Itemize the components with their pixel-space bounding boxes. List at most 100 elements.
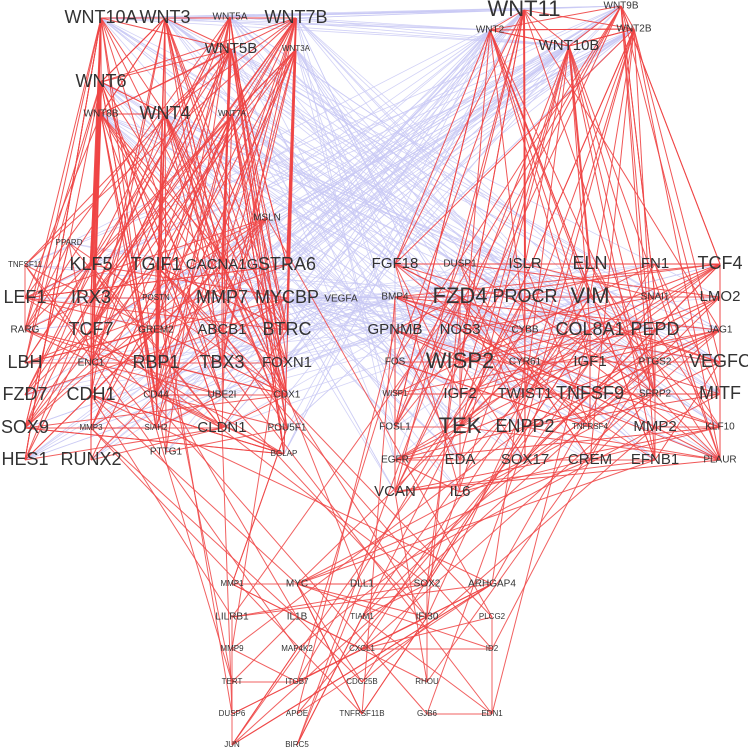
node-label[interactable]: WNT5A [213, 12, 248, 23]
node-label[interactable]: TNFSF11 [8, 260, 43, 269]
node-label[interactable]: LBH [7, 352, 42, 372]
node-label[interactable]: TCF4 [698, 253, 743, 273]
node-label[interactable]: RARG [11, 325, 40, 336]
node-label[interactable]: RHOU [415, 677, 439, 686]
node-label[interactable]: EDN1 [481, 709, 503, 718]
node-label[interactable]: WISP1 [383, 389, 408, 398]
node-label[interactable]: CLDN1 [197, 419, 246, 436]
node-label[interactable]: LEF1 [3, 287, 46, 307]
node-label[interactable]: BMP4 [381, 292, 409, 303]
node-label[interactable]: LMO2 [700, 288, 741, 305]
node-label[interactable]: CYBB [511, 325, 539, 336]
node-label[interactable]: POSTN [142, 293, 170, 302]
node-label[interactable]: EGFR [381, 455, 409, 466]
node-label[interactable]: WNT7B [265, 7, 328, 27]
node-label[interactable]: FOSL1 [379, 422, 411, 433]
node-label[interactable]: PLAUR [703, 455, 736, 466]
node-label[interactable]: VEGFC [689, 351, 748, 371]
node-label[interactable]: BIRC5 [285, 740, 309, 749]
node-label[interactable]: FZD4 [433, 283, 488, 308]
node-label[interactable]: LILRB1 [215, 612, 249, 623]
node-label[interactable]: ISLR [508, 255, 542, 272]
node-label[interactable]: SOX17 [501, 451, 549, 468]
node-label[interactable]: ITGB7 [285, 677, 309, 686]
node-label[interactable]: IRX3 [71, 287, 111, 307]
node-label[interactable]: IFI30 [416, 612, 439, 623]
node-label[interactable]: PLCG2 [479, 612, 506, 621]
node-label[interactable]: CREM [568, 451, 612, 468]
node-label[interactable]: GJB6 [417, 709, 438, 718]
node-label[interactable]: IL1B [287, 612, 308, 623]
node-label[interactable]: FGF18 [372, 255, 419, 272]
node-label[interactable]: VEGFA [324, 294, 358, 305]
node-label[interactable]: PPARD [56, 238, 83, 247]
node-label[interactable]: TBX3 [199, 352, 244, 372]
node-label[interactable]: SFRP2 [639, 389, 672, 400]
node-label[interactable]: TNFRSF11B [339, 709, 384, 718]
node-label[interactable]: EDA [445, 451, 476, 468]
node-label[interactable]: GPNMB [367, 321, 422, 338]
node-label[interactable]: VCAN [374, 483, 416, 500]
node-label[interactable]: FOS [385, 357, 406, 368]
node-label[interactable]: IGF1 [573, 353, 606, 370]
node-label[interactable]: IGF2 [443, 385, 476, 402]
node-label[interactable]: DUSP6 [219, 709, 246, 718]
node-label[interactable]: NOS3 [440, 321, 481, 338]
node-label[interactable]: MMP3 [79, 423, 103, 432]
node-label[interactable]: STRA6 [258, 254, 316, 274]
node-label[interactable]: DUSP1 [443, 259, 477, 270]
node-label[interactable]: IL6 [450, 483, 471, 500]
node-label[interactable]: MMP1 [220, 579, 244, 588]
node-label[interactable]: FZD7 [3, 384, 48, 404]
node-label[interactable]: CDX1 [274, 390, 301, 401]
node-label[interactable]: TNFSF9 [556, 383, 624, 403]
node-label[interactable]: FOXN1 [262, 354, 312, 371]
node-label[interactable]: JUN [224, 740, 240, 749]
node-label[interactable]: WNT11 [488, 0, 561, 21]
node-label[interactable]: MMP2 [633, 418, 676, 435]
node-label[interactable]: TCF7 [69, 319, 114, 339]
node-label[interactable]: JAG1 [707, 325, 732, 336]
node-label[interactable]: EFNB1 [631, 451, 679, 468]
node-label[interactable]: POU5F1 [268, 423, 307, 434]
node-label[interactable]: WISP2 [426, 348, 494, 373]
node-label[interactable]: BTRC [263, 319, 312, 339]
node-label[interactable]: HES1 [1, 449, 48, 469]
node-label[interactable]: WNT3 [140, 7, 191, 27]
node-label[interactable]: TERT [222, 677, 243, 686]
node-label[interactable]: WNT3A [282, 44, 311, 53]
node-label[interactable]: ARHGAP4 [468, 579, 516, 590]
node-label[interactable]: SNAI1 [641, 292, 670, 303]
node-label[interactable]: CYR61 [509, 357, 542, 368]
node-label[interactable]: MYC [286, 579, 308, 590]
node-label[interactable]: MMP9 [220, 644, 244, 653]
node-label[interactable]: PEPD [630, 319, 679, 339]
node-label[interactable]: MAP4K2 [281, 644, 313, 653]
node-label[interactable]: SOX2 [414, 579, 441, 590]
node-label[interactable]: PTGS2 [639, 357, 672, 368]
node-label[interactable]: KLF10 [705, 422, 735, 433]
node-label[interactable]: GREM2 [138, 325, 174, 336]
node-label[interactable]: MYCBP [255, 287, 319, 307]
node-label[interactable]: CDH1 [66, 384, 115, 404]
node-label[interactable]: TNFRSF4 [572, 422, 609, 431]
node-label[interactable]: WNT8B [84, 109, 119, 120]
node-label[interactable]: PTTG1 [150, 447, 183, 458]
node-label[interactable]: KLF5 [69, 254, 112, 274]
node-label[interactable]: WNT2 [476, 25, 505, 36]
node-label[interactable]: FN1 [641, 255, 669, 272]
node-label[interactable]: ABCB1 [197, 321, 246, 338]
node-label[interactable]: CXCL1 [349, 644, 375, 653]
node-label[interactable]: ENC1 [78, 358, 105, 369]
node-label[interactable]: ID2 [486, 644, 499, 653]
node-label[interactable]: WNT9B [604, 1, 639, 12]
node-label[interactable]: TWIST1 [498, 385, 553, 402]
node-label[interactable]: WNT4 [140, 103, 191, 123]
node-label[interactable]: WNT6 [76, 71, 127, 91]
node-label[interactable]: WNT7A [218, 109, 247, 118]
node-label[interactable]: CDC25B [346, 677, 378, 686]
node-label[interactable]: ENPP2 [495, 416, 554, 436]
node-label[interactable]: RBP1 [132, 352, 179, 372]
node-label[interactable]: COL8A1 [555, 319, 624, 339]
node-label[interactable]: WNT2B [617, 24, 652, 35]
